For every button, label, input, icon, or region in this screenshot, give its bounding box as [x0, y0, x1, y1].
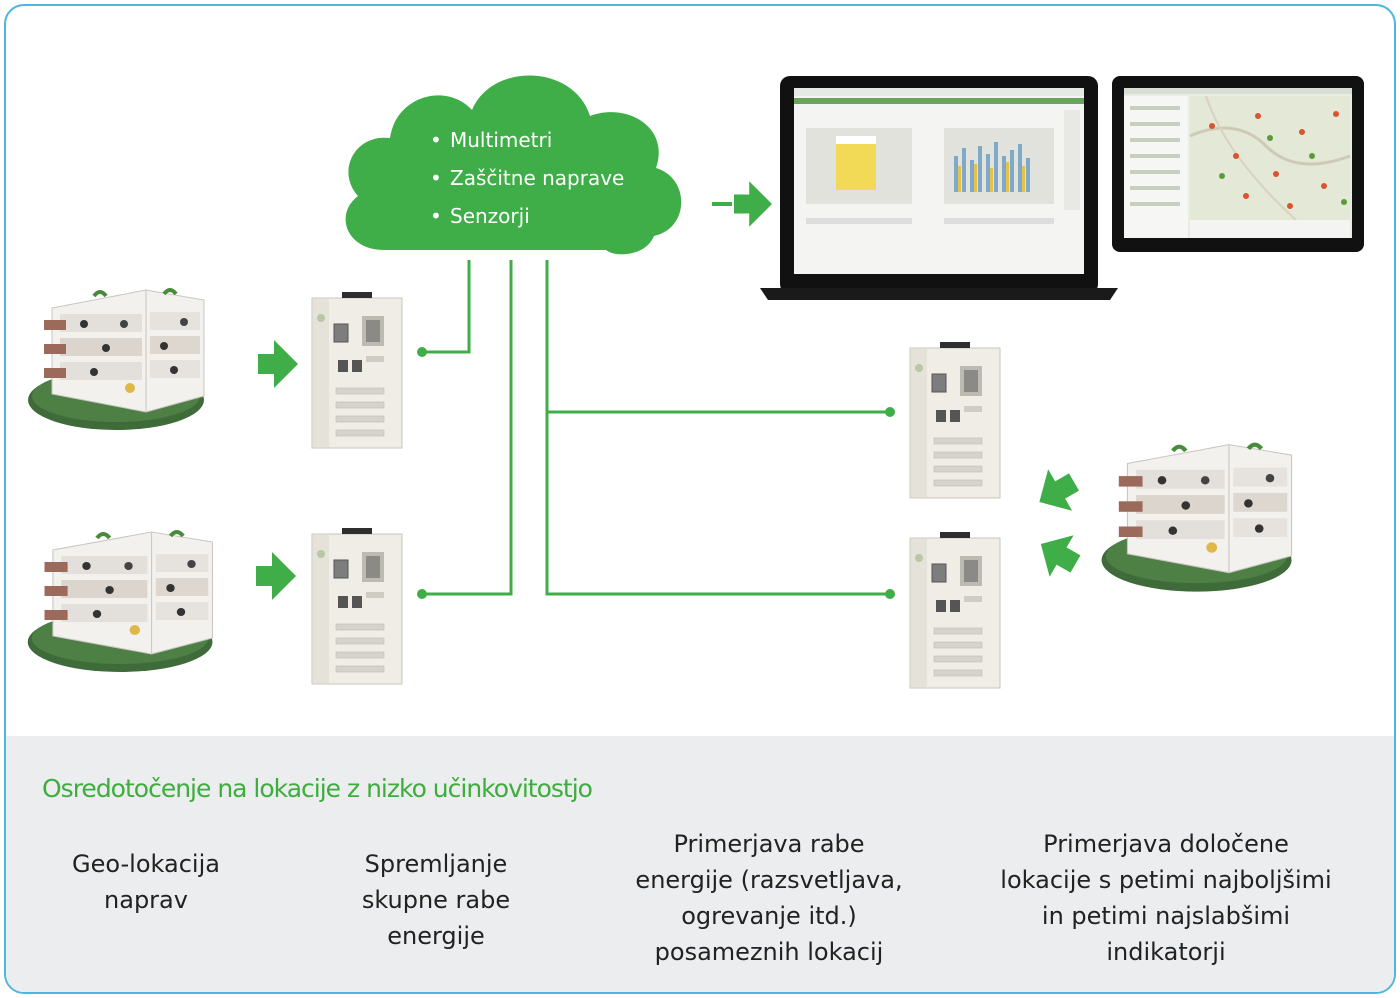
arrow-right-icon	[258, 340, 298, 388]
laptop-dashboard-image	[760, 76, 1118, 300]
cloud-item-zascitne-naprave: Zaščitne naprave	[450, 166, 624, 190]
cloud-shape	[345, 75, 682, 255]
building-image	[26, 288, 206, 432]
feature-site-benchmark: Primerjava določene lokacije s petimi na…	[1000, 830, 1332, 966]
monitor-map-image	[1112, 76, 1364, 252]
panel-title: Osredotočenje na lokacije z nizko učinko…	[42, 774, 593, 803]
architecture-diagram: • • • Multimetri Zaščitne naprave Senzor…	[6, 75, 1364, 689]
svg-text:•: •	[430, 204, 442, 228]
building-image	[28, 532, 213, 672]
cloud-item-senzorji: Senzorji	[450, 204, 530, 228]
svg-text:•: •	[430, 166, 442, 190]
arrow-diagonal-icon	[1027, 461, 1086, 523]
building-image	[1102, 445, 1292, 592]
svg-text:•: •	[430, 128, 442, 152]
feature-energy-comparison: Primerjava rabe energije (razsvetljava, …	[635, 830, 903, 966]
cabinet-image	[909, 341, 1001, 499]
cabinet-image	[909, 531, 1001, 689]
connection-lines	[422, 260, 888, 596]
features-panel: Osredotočenje na lokacije z nizko učinko…	[6, 736, 1394, 992]
arrow-right-icon	[256, 552, 296, 600]
cloud-list: • • • Multimetri Zaščitne naprave Senzor…	[430, 128, 624, 228]
connection-dots	[417, 347, 895, 599]
cabinet-image	[311, 291, 403, 449]
cloud-item-multimetri: Multimetri	[450, 128, 552, 152]
cabinet-image	[311, 527, 403, 685]
arrow-to-laptop	[712, 181, 772, 227]
feature-total-energy: Spremljanje skupne rabe energije	[361, 850, 511, 950]
feature-geo-location: Geo-lokacija naprav	[72, 850, 220, 914]
arrow-diagonal-icon	[1028, 523, 1088, 585]
diagram-frame: • • • Multimetri Zaščitne naprave Senzor…	[4, 4, 1396, 994]
